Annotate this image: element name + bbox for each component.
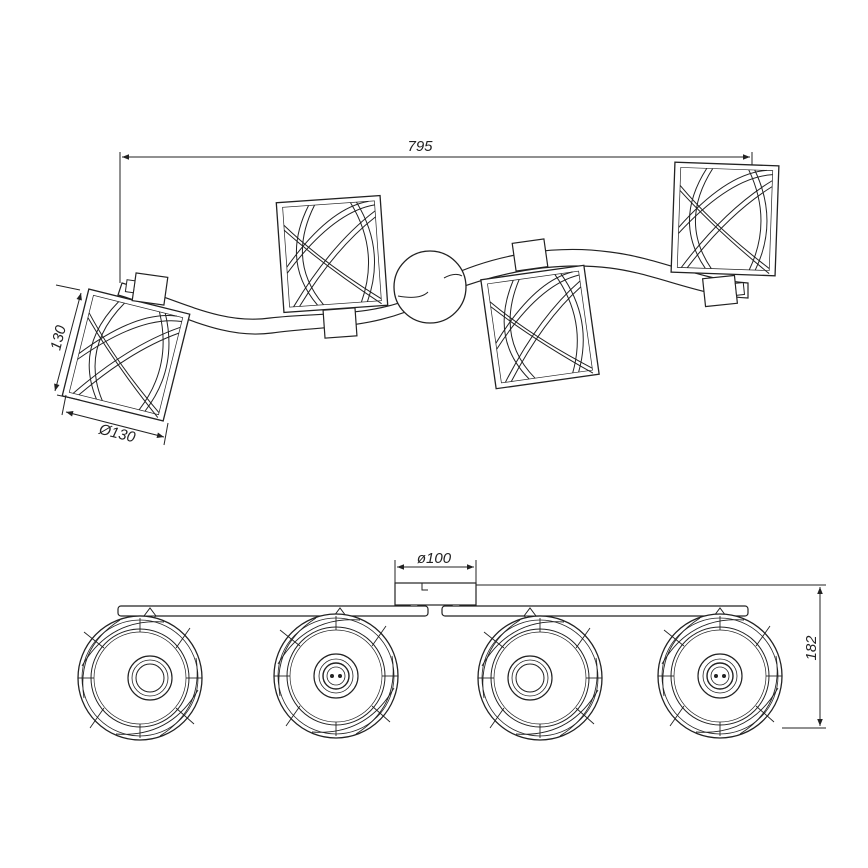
- shade-height-label: 130: [47, 323, 70, 352]
- spot-3-front: [477, 607, 603, 741]
- canopy-diameter-dimension: ø100: [394, 550, 477, 583]
- joint-1: [124, 272, 169, 306]
- shade-3-top: [480, 264, 600, 390]
- joint-2: [322, 307, 358, 339]
- right-bar-front: [441, 605, 749, 617]
- canopy-diameter-label: ø100: [417, 550, 452, 567]
- shade-1-top: [61, 288, 191, 422]
- left-bar-front: [117, 605, 429, 617]
- joint-3: [511, 238, 549, 272]
- overall-length-dimension: 795: [119, 138, 753, 283]
- overall-length-label: 795: [407, 138, 433, 155]
- overall-height-label: 182: [803, 635, 820, 661]
- shade-diameter-label: Ø130: [96, 421, 137, 447]
- front-view: ø100 182: [77, 550, 826, 741]
- joint-4: [701, 274, 746, 308]
- shade-2-top: [275, 194, 389, 314]
- canopy-top: [393, 250, 467, 324]
- overall-height-dimension: 182: [476, 584, 826, 729]
- top-view: 795: [47, 138, 780, 447]
- spot-4-front: [657, 607, 783, 739]
- spot-2-front: [273, 607, 399, 739]
- shade-4-top: [670, 161, 780, 277]
- shade-height-dimension: 130: [47, 284, 82, 401]
- spot-1-front: [77, 607, 203, 741]
